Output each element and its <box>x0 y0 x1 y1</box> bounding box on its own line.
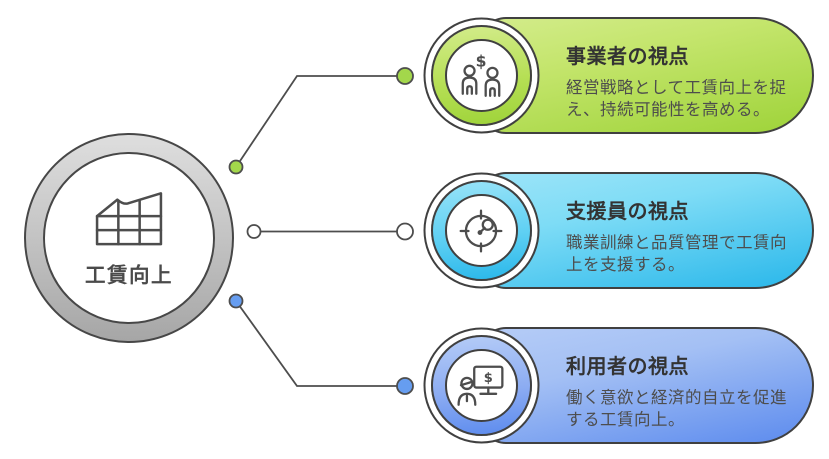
card-description: 経営戦略として工賃向上を捉え、持続可能性を高める。 <box>566 79 787 119</box>
factory-chart-icon <box>95 191 163 245</box>
card-title: 事業者の視点 <box>566 46 689 68</box>
card-description: 働く意欲と経済的自立を促進する工賃向上。 <box>566 389 787 429</box>
card-support-staff-perspective: 支援員の視点 職業訓練と品質管理で工賃向上を支援する。 <box>480 172 814 289</box>
badge-inner: $ <box>444 39 518 112</box>
people-with-dollar-icon: $ <box>461 52 501 97</box>
person-presenting-dollar-screen-icon: $ <box>457 365 504 406</box>
connector-line-top <box>235 75 405 168</box>
svg-text:$: $ <box>484 370 493 385</box>
center-node-inner: 工賃向上 <box>43 152 215 324</box>
connector-dot-bottom-start <box>228 293 244 309</box>
connector-dot-top-start <box>228 159 244 175</box>
center-node: 工賃向上 <box>24 133 234 343</box>
connector-dot-middle-start <box>246 224 262 239</box>
connector-line-bottom <box>235 300 405 387</box>
gauge-target-icon <box>459 209 503 252</box>
card-title: 利用者の視点 <box>566 356 689 378</box>
card-title: 支援員の視点 <box>566 201 689 223</box>
badge-business: $ <box>430 25 532 126</box>
connector-dot-top-end <box>396 67 414 85</box>
badge-support <box>430 180 532 281</box>
center-label: 工賃向上 <box>85 263 173 287</box>
svg-text:$: $ <box>476 52 487 70</box>
connector-dot-middle-end <box>396 222 414 241</box>
card-business-perspective: 事業者の視点 経営戦略として工賃向上を捉え、持続可能性を高める。 <box>480 17 814 134</box>
badge-inner <box>444 194 518 267</box>
badge-inner: $ <box>444 349 518 422</box>
card-description: 職業訓練と品質管理で工賃向上を支援する。 <box>566 234 787 274</box>
connector-dot-bottom-end <box>396 377 414 395</box>
badge-user: $ <box>430 335 532 436</box>
